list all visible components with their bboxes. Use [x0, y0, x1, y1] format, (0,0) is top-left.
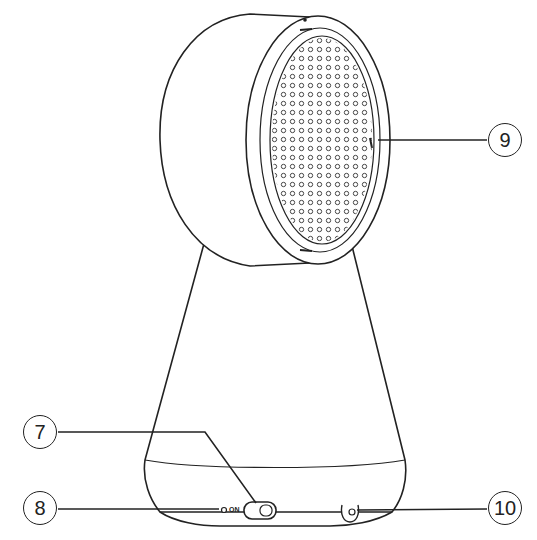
- callout-number: 9: [488, 123, 522, 157]
- leader-line: [378, 139, 487, 141]
- switch-marking: ON: [229, 506, 240, 514]
- stand-body: [144, 240, 405, 512]
- power-switch: [244, 502, 276, 519]
- leader-line: [357, 509, 487, 510]
- power-port: [341, 505, 358, 522]
- grille-holes: [260, 30, 390, 250]
- port-hole: [349, 509, 355, 515]
- switch-knob: [260, 505, 272, 516]
- callout-number: 10: [488, 491, 522, 525]
- leader-line: [58, 432, 256, 503]
- front-ring: [246, 16, 390, 264]
- indicator-light: [222, 508, 227, 513]
- callout-number: 8: [23, 491, 57, 525]
- leader-line: [58, 508, 219, 510]
- callout-number: 7: [23, 415, 57, 449]
- base-seam: [145, 460, 405, 468]
- screw: [303, 18, 307, 22]
